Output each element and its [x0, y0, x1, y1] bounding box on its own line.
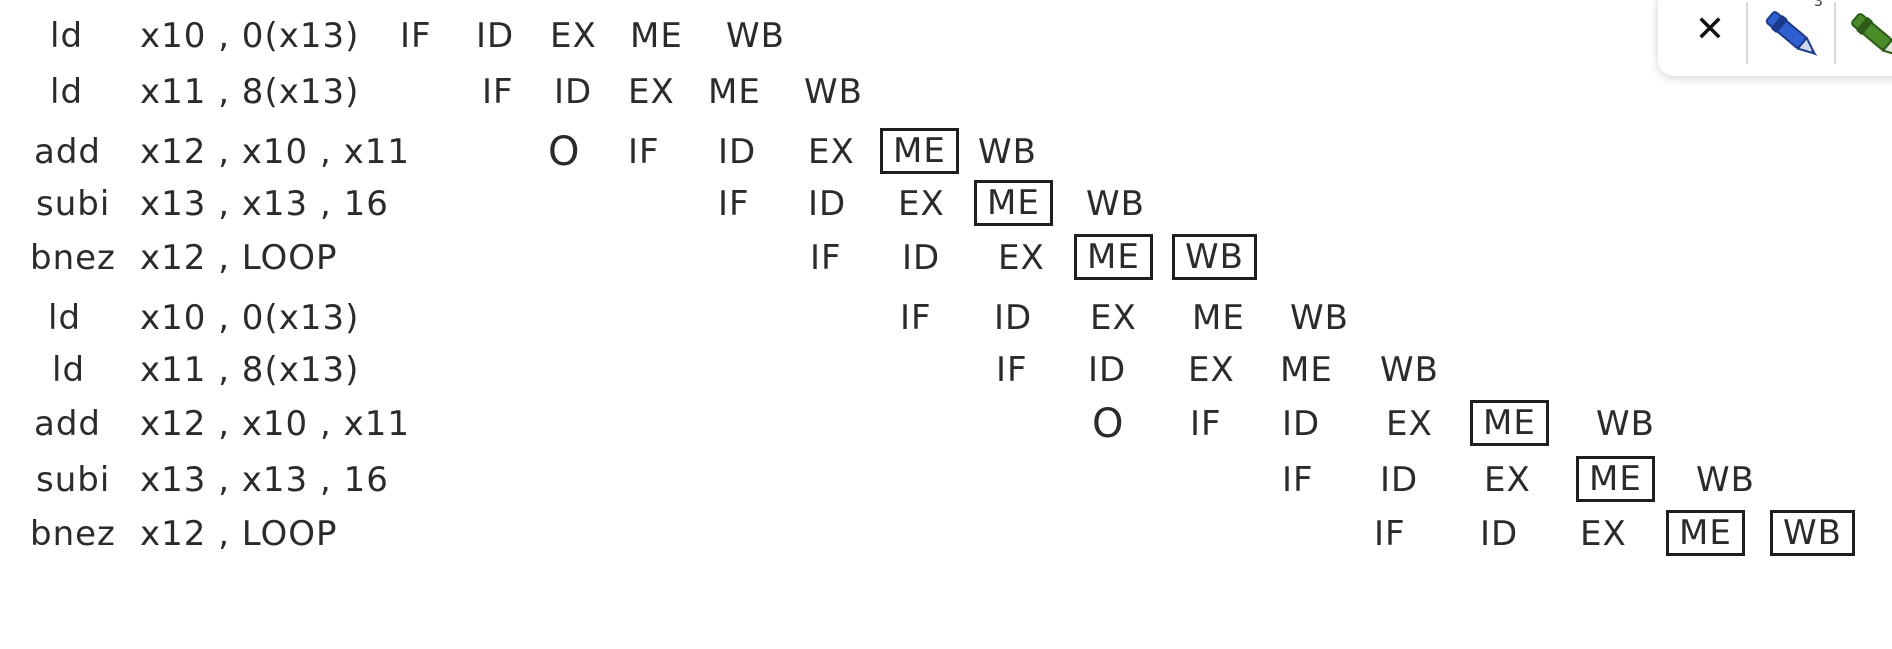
pen-size-label: 3	[1814, 0, 1823, 10]
pipeline-stage-if: IF	[718, 184, 750, 224]
instruction-opcode: bnez	[30, 514, 116, 554]
pipeline-stage-me: ME	[708, 72, 761, 112]
pipeline-stage-me-boxed: ME	[1074, 234, 1153, 280]
instruction-operands: x10 , 0(x13)	[140, 16, 360, 56]
pipeline-stage-id: ID	[476, 16, 515, 56]
pipeline-stage-ex: EX	[1580, 514, 1627, 554]
pipeline-stall-bubble: O	[1092, 401, 1125, 447]
pipeline-stage-me-boxed: ME	[1470, 400, 1549, 446]
pipeline-stage-ex: EX	[1386, 404, 1433, 444]
instruction-operands: x12 , LOOP	[140, 514, 338, 554]
pipeline-stage-if: IF	[996, 350, 1028, 390]
pipeline-stage-id: ID	[1282, 404, 1321, 444]
pipeline-stage-ex: EX	[1188, 350, 1235, 390]
green-pen-icon[interactable]	[1838, 0, 1892, 68]
pipeline-stage-id: ID	[902, 238, 941, 278]
pipeline-stage-wb: WB	[1596, 404, 1655, 444]
instruction-opcode: ld	[52, 350, 86, 390]
pipeline-stage-me-boxed: ME	[1576, 456, 1655, 502]
pipeline-stage-ex: EX	[808, 132, 855, 172]
pipeline-stage-me: ME	[630, 16, 683, 56]
blue-pen-icon[interactable]	[1750, 0, 1832, 68]
pipeline-stage-wb: WB	[1696, 460, 1755, 500]
pipeline-stage-ex: EX	[998, 238, 1045, 278]
pipeline-stage-wb: WB	[1290, 298, 1349, 338]
instruction-opcode: add	[34, 132, 101, 172]
pipeline-stage-id: ID	[1480, 514, 1519, 554]
instruction-opcode: ld	[50, 72, 84, 112]
pipeline-stage-ex: EX	[898, 184, 945, 224]
pipeline-stage-wb: WB	[978, 132, 1037, 172]
pipeline-stage-wb-boxed: WB	[1172, 234, 1257, 280]
pipeline-stage-id: ID	[994, 298, 1033, 338]
instruction-opcode: add	[34, 404, 101, 444]
instruction-opcode: ld	[50, 16, 84, 56]
instruction-operands: x13 , x13 , 16	[140, 184, 389, 224]
pipeline-stage-ex: EX	[550, 16, 597, 56]
pipeline-stage-id: ID	[1088, 350, 1127, 390]
pipeline-stage-id: ID	[808, 184, 847, 224]
pipeline-stage-if: IF	[1374, 514, 1406, 554]
instruction-operands: x12 , LOOP	[140, 238, 338, 278]
pipeline-stage-me-boxed: ME	[1666, 510, 1745, 556]
instruction-operands: x10 , 0(x13)	[140, 298, 360, 338]
toolbar-divider	[1746, 2, 1748, 64]
instruction-opcode: subi	[36, 460, 111, 500]
pipeline-stage-wb-boxed: WB	[1770, 510, 1855, 556]
pipeline-stage-if: IF	[1282, 460, 1314, 500]
toolbar-divider	[1834, 2, 1836, 64]
pipeline-stage-wb: WB	[1380, 350, 1439, 390]
pipeline-stage-id: ID	[718, 132, 757, 172]
pipeline-stall-bubble: O	[548, 129, 581, 175]
pipeline-stage-ex: EX	[1484, 460, 1531, 500]
pipeline-stage-wb: WB	[804, 72, 863, 112]
close-icon[interactable]: ✕	[1694, 9, 1726, 50]
pipeline-stage-me: ME	[1280, 350, 1333, 390]
pipeline-stage-if: IF	[400, 16, 432, 56]
instruction-opcode: subi	[36, 184, 111, 224]
pipeline-stage-if: IF	[900, 298, 932, 338]
pipeline-stage-me: ME	[1192, 298, 1245, 338]
pipeline-stage-ex: EX	[1090, 298, 1137, 338]
instruction-opcode: ld	[48, 298, 82, 338]
pipeline-stage-ex: EX	[628, 72, 675, 112]
pen-toolbar: ✕ 3	[1658, 0, 1892, 76]
instruction-operands: x11 , 8(x13)	[140, 350, 360, 390]
instruction-operands: x12 , x10 , x11	[140, 132, 410, 172]
instruction-opcode: bnez	[30, 238, 116, 278]
pipeline-stage-if: IF	[628, 132, 660, 172]
pipeline-stage-me-boxed: ME	[974, 180, 1053, 226]
pipeline-stage-id: ID	[554, 72, 593, 112]
pipeline-stage-if: IF	[810, 238, 842, 278]
pipeline-stage-id: ID	[1380, 460, 1419, 500]
pipeline-stage-if: IF	[482, 72, 514, 112]
instruction-operands: x11 , 8(x13)	[140, 72, 360, 112]
instruction-operands: x12 , x10 , x11	[140, 404, 410, 444]
pipeline-stage-if: IF	[1190, 404, 1222, 444]
instruction-operands: x13 , x13 , 16	[140, 460, 389, 500]
pipeline-stage-wb: WB	[726, 16, 785, 56]
pipeline-stage-wb: WB	[1086, 184, 1145, 224]
pipeline-stage-me-boxed: ME	[880, 128, 959, 174]
